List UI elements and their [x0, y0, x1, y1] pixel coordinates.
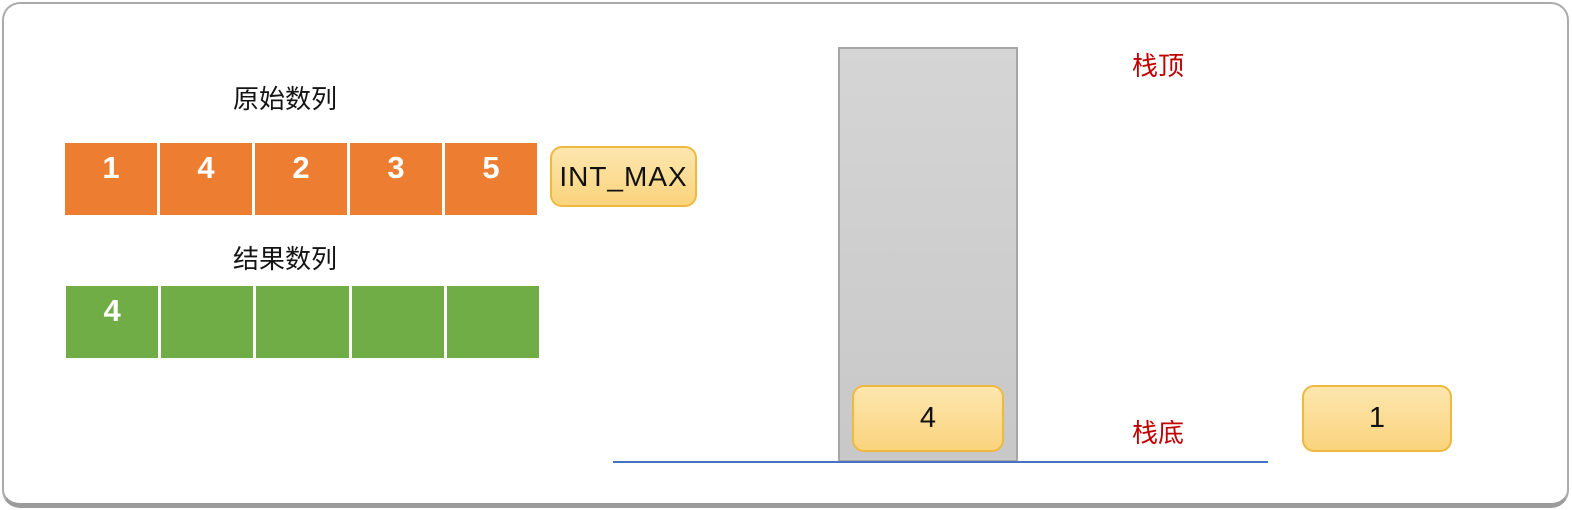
- result-cell-0: 4: [66, 286, 159, 358]
- incoming-element-box: 1: [1302, 385, 1452, 452]
- original-cell-4: 5: [445, 143, 537, 215]
- result-sequence-label: 结果数列: [233, 244, 338, 274]
- int-max-sentinel-box: INT_MAX: [550, 146, 697, 207]
- stack-bottom-label: 栈底: [1132, 418, 1185, 448]
- original-cell-2: 2: [255, 143, 347, 215]
- stack-baseline: [613, 461, 1268, 463]
- result-cell-3: [351, 286, 444, 358]
- result-cell-2: [256, 286, 349, 358]
- original-cell-3: 3: [350, 143, 442, 215]
- stack-top-label: 栈顶: [1132, 51, 1185, 81]
- stack-item-4: 4: [852, 385, 1004, 452]
- original-sequence-array: 1 4 2 3 5: [65, 143, 537, 215]
- result-cell-1: [161, 286, 254, 358]
- result-cell-4: [446, 286, 540, 358]
- original-cell-1: 4: [160, 143, 252, 215]
- result-sequence-array: 4: [66, 286, 540, 358]
- original-sequence-label: 原始数列: [233, 84, 338, 114]
- original-cell-0: 1: [65, 143, 157, 215]
